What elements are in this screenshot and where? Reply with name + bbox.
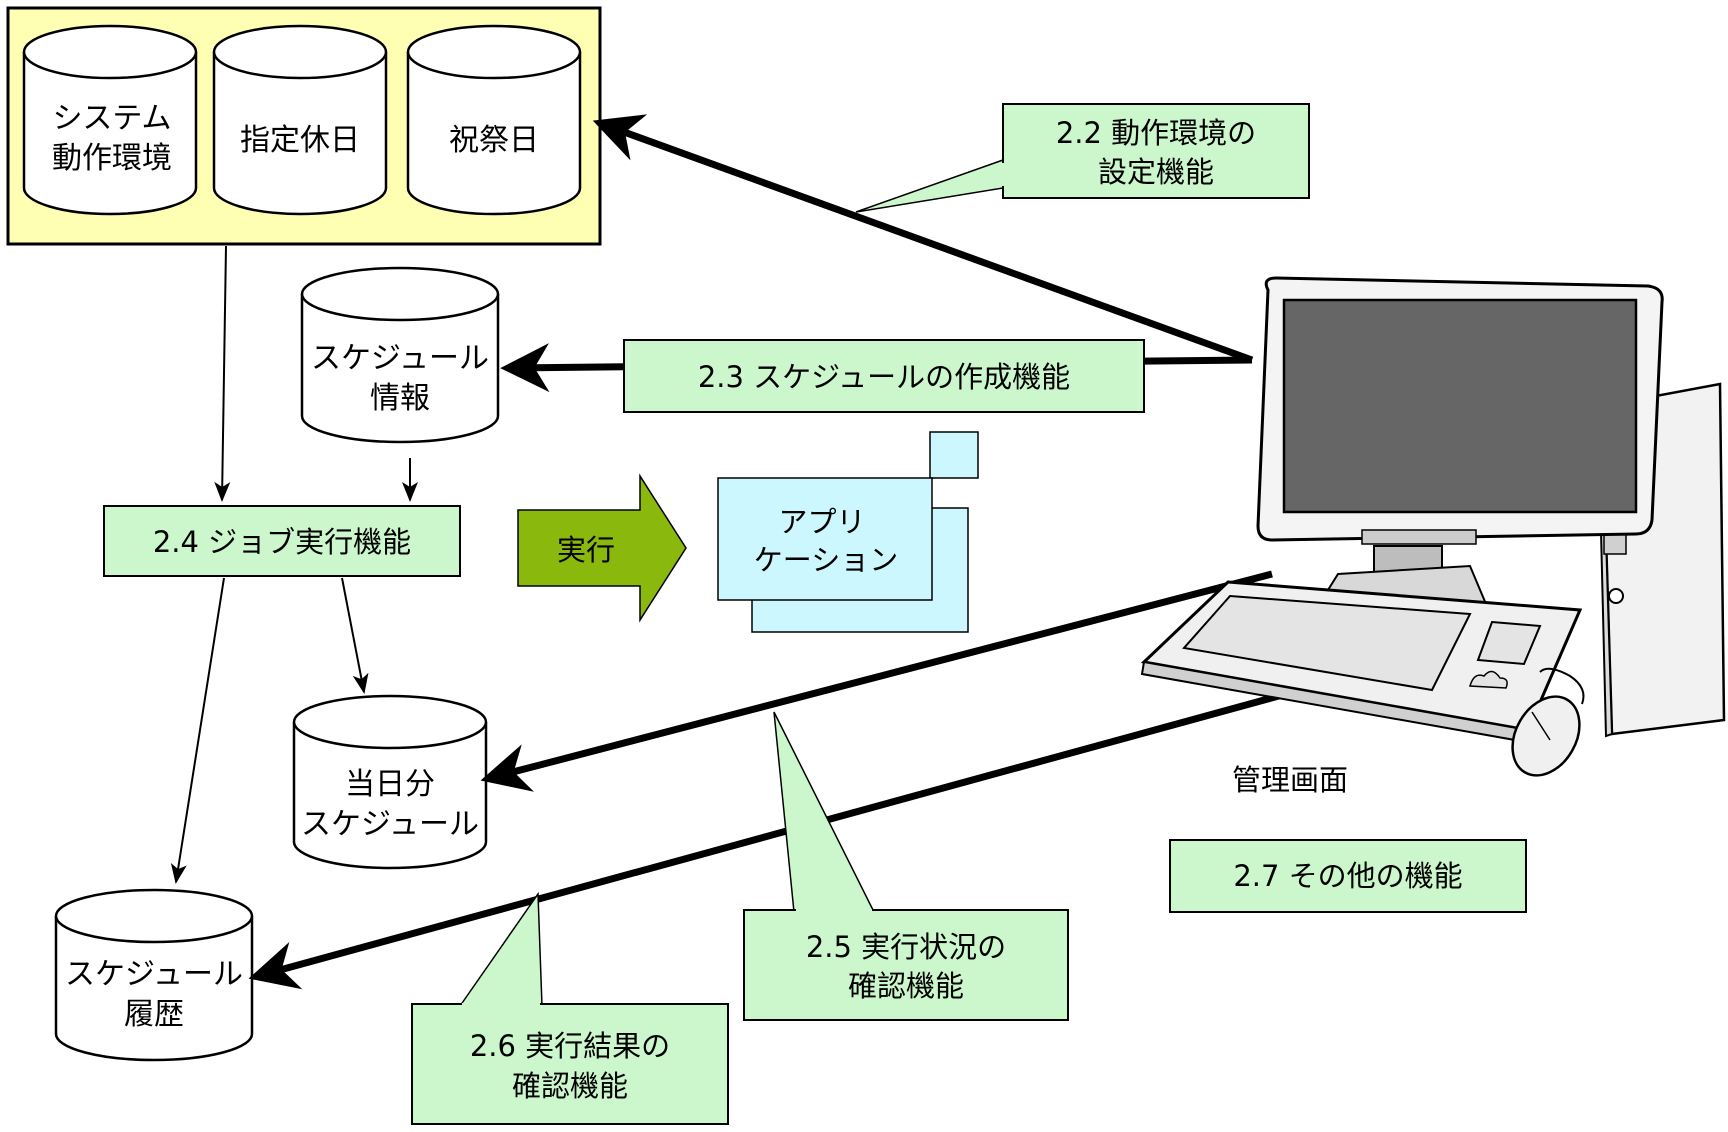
database-holidays: 指定休日 [212, 24, 388, 216]
admin-screen-label: 管理画面 [1232, 763, 1348, 797]
computer-icon [1140, 276, 1726, 777]
database-label: 情報 [370, 381, 430, 416]
execute-label: 実行 [557, 533, 615, 567]
application-label: アプリ [778, 505, 865, 539]
database-label: スケジュール [65, 957, 243, 992]
function-label: 2.5 実行状況の [806, 930, 1006, 964]
function-label: 2.2 動作環境の [1056, 116, 1256, 150]
database-label: 当日分 [345, 767, 435, 802]
application-icon: アプリ ケーション [717, 431, 979, 633]
database-label: スケジュール [301, 807, 479, 842]
function-label: 2.6 実行結果の [470, 1029, 670, 1063]
function-label-env-settings: 2.2 動作環境の 設定機能 [855, 103, 1310, 213]
flow-arrow [341, 577, 369, 694]
database-label: システム [52, 101, 171, 136]
function-label: 2.4 ジョブ実行機能 [153, 525, 411, 559]
flow-arrow-status-check [480, 570, 1273, 792]
database-label: 動作環境 [52, 141, 172, 176]
flow-arrow-env-settings [592, 114, 1254, 364]
flow-arrow [214, 245, 231, 502]
database-today-schedule: 当日分 スケジュール [292, 694, 488, 870]
database-label: 指定休日 [240, 123, 360, 158]
function-label-job-exec: 2.4 ジョブ実行機能 [103, 505, 461, 577]
function-label: 確認機能 [512, 1069, 628, 1103]
database-label: 履歴 [124, 997, 184, 1032]
database-label: 祝祭日 [449, 123, 539, 158]
database-system-env: システム 動作環境 [22, 24, 198, 216]
database-national-holidays: 祝祭日 [406, 24, 582, 216]
database-label: スケジュール [311, 341, 489, 376]
flow-arrow-result-check [248, 690, 1287, 990]
application-label: ケーション [754, 543, 898, 577]
function-label-other: 2.7 その他の機能 [1169, 839, 1527, 913]
function-label: 2.3 スケジュールの作成機能 [698, 360, 1070, 394]
database-schedule-history: スケジュール 履歴 [54, 888, 254, 1062]
execute-arrow: 実行 [517, 473, 687, 623]
function-label: 設定機能 [1098, 155, 1214, 189]
keyboard [1140, 580, 1583, 744]
mouse [1511, 667, 1585, 777]
function-label-schedule-create: 2.3 スケジュールの作成機能 [623, 339, 1145, 413]
database-schedule-info: スケジュール 情報 [300, 266, 500, 444]
function-label-result-check: 2.6 実行結果の 確認機能 [411, 891, 729, 1125]
function-label-status-check: 2.5 実行状況の 確認機能 [743, 711, 1069, 1021]
monitor [1256, 276, 1664, 608]
function-label: 確認機能 [848, 969, 964, 1003]
function-label: 2.7 その他の機能 [1233, 859, 1462, 893]
flow-arrow [170, 577, 225, 884]
